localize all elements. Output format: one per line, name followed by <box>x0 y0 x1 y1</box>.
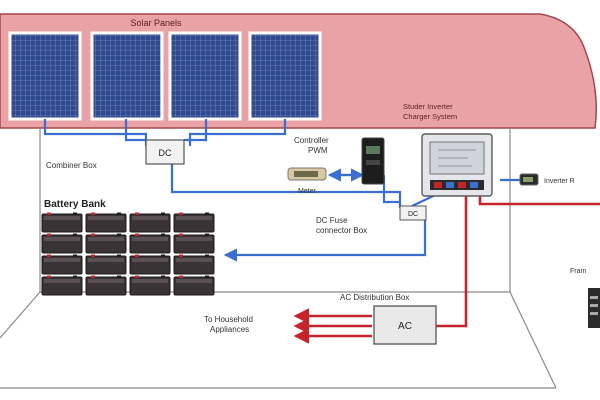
battery <box>129 212 171 233</box>
controller-label: Controller <box>294 136 329 145</box>
battery <box>85 275 127 296</box>
ac-wiring <box>293 196 600 344</box>
connector-box-label: connector Box <box>316 226 367 235</box>
appliances-label: Appliances <box>210 325 249 334</box>
dc-fuse-box: DC <box>399 205 427 221</box>
solar-panel-1 <box>8 31 82 121</box>
right-edge-device <box>588 288 600 328</box>
ac-distribution-box: AC <box>373 305 437 345</box>
inverter-charger <box>421 133 493 197</box>
battery <box>41 254 83 275</box>
ac-box-text: AC <box>398 321 412 332</box>
solar-panels-label: Solar Panels <box>130 18 182 28</box>
ac-distribution-label: AC Distribution Box <box>340 293 409 302</box>
right-edge-label: Fram <box>570 268 587 275</box>
battery <box>41 275 83 296</box>
household-label: To Household <box>204 315 253 324</box>
battery <box>129 254 171 275</box>
inverter-remote <box>519 173 539 186</box>
battery <box>85 233 127 254</box>
battery <box>85 212 127 233</box>
inverter-remote-label: Inverter R <box>544 178 575 185</box>
meter <box>287 167 327 181</box>
charge-controller <box>361 137 385 185</box>
solar-panel-3 <box>168 31 242 121</box>
inverter-label: Studer Inverter <box>403 102 453 111</box>
combiner-box-dc: DC <box>145 139 185 165</box>
battery-bank-label: Battery Bank <box>44 199 106 210</box>
battery <box>173 233 215 254</box>
battery <box>41 212 83 233</box>
battery <box>129 275 171 296</box>
charger-label: Charger System <box>403 112 457 121</box>
controller-type-label: PWM <box>308 146 328 155</box>
battery <box>173 212 215 233</box>
dc-fuse-label: DC Fuse <box>316 216 348 225</box>
battery <box>173 275 215 296</box>
battery <box>85 254 127 275</box>
combiner-box-label: Combiner Box <box>46 161 97 170</box>
dc-wiring <box>43 119 520 262</box>
battery <box>173 254 215 275</box>
solar-panel-4 <box>248 31 322 121</box>
meter-label: Meter <box>298 188 317 195</box>
combiner-dc-text: DC <box>159 148 172 158</box>
battery <box>41 233 83 254</box>
battery <box>129 233 171 254</box>
battery-bank <box>41 212 215 296</box>
solar-panel-2 <box>90 31 164 121</box>
dc-fuse-box-text: DC <box>408 211 418 218</box>
